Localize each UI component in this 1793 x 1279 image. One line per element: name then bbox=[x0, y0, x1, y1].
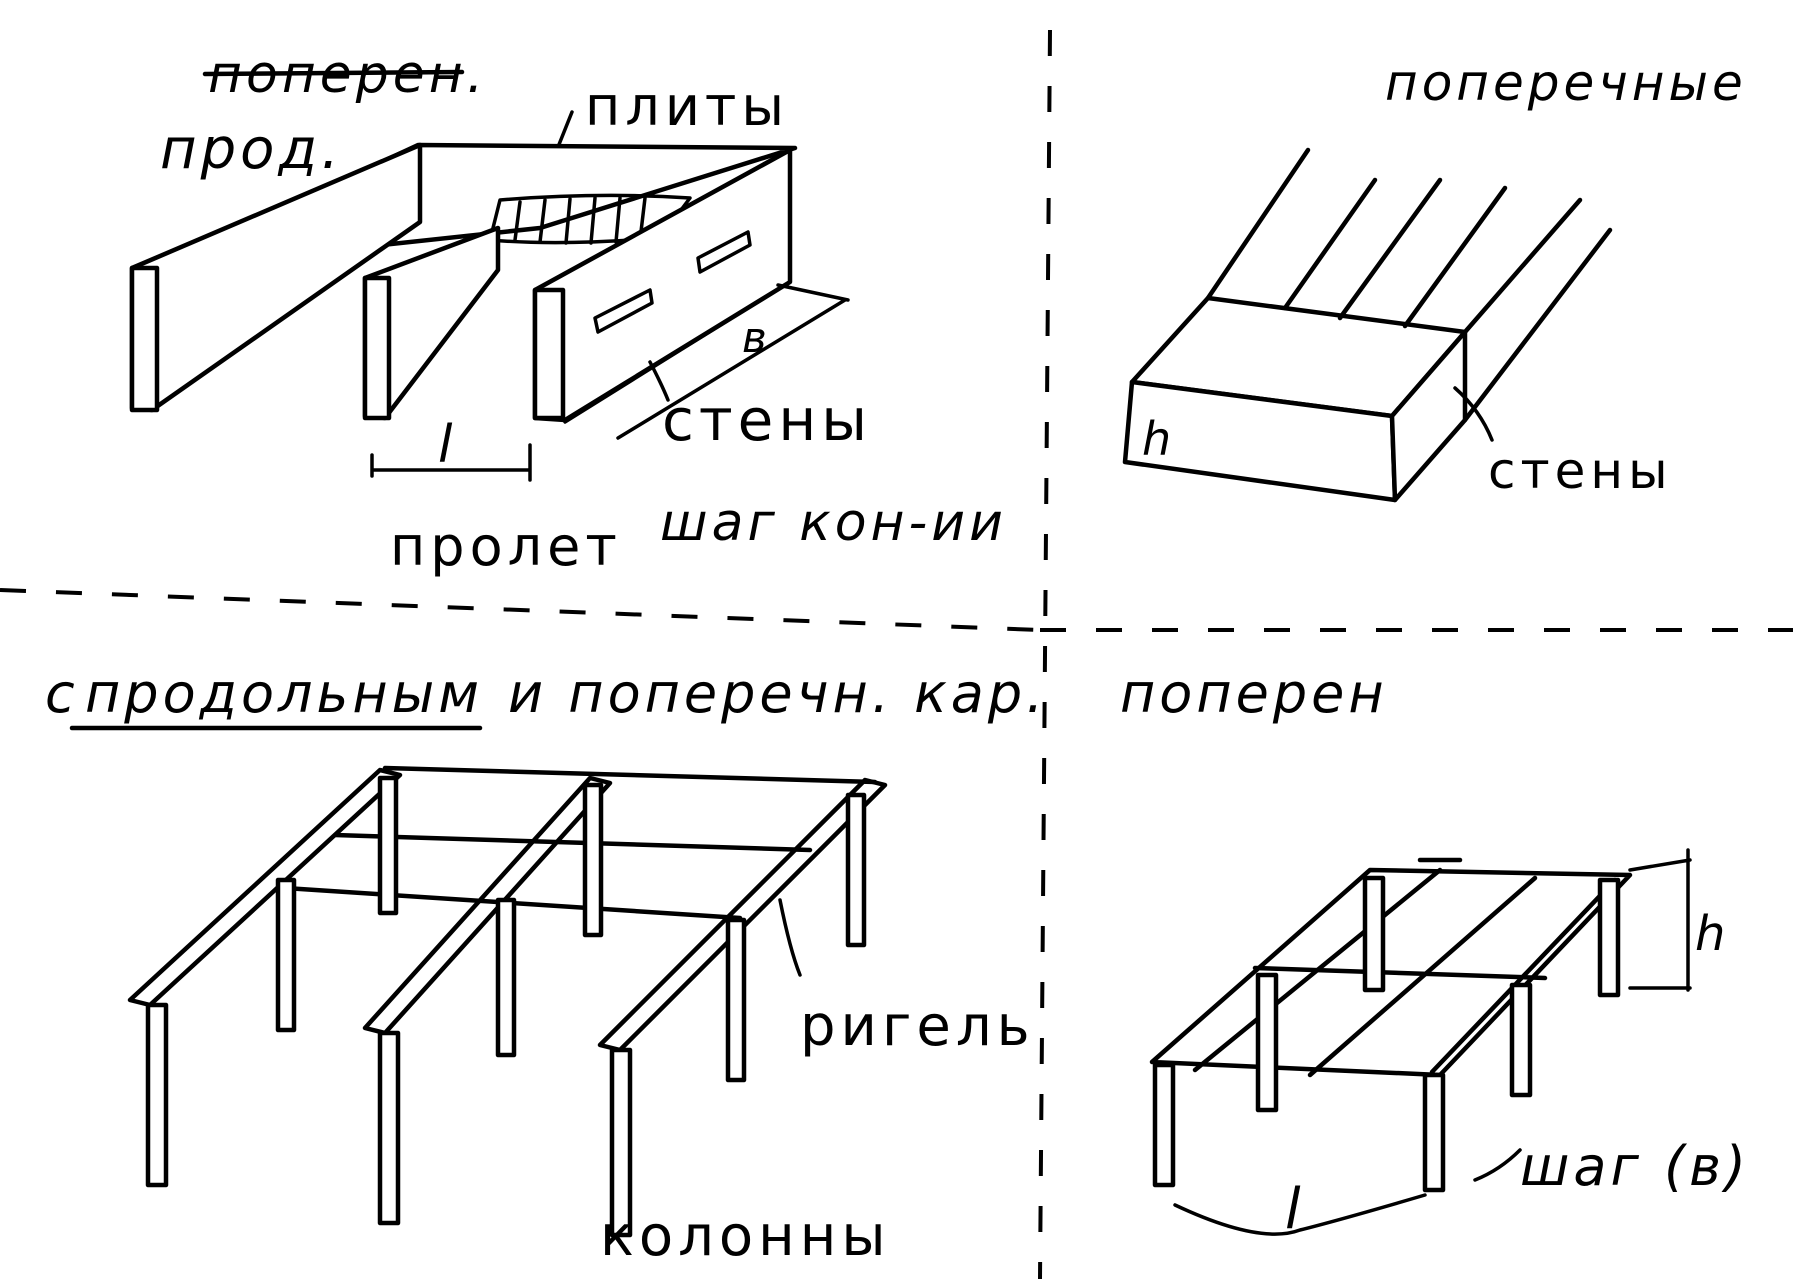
panel-bottom-right: поперен h l шаг (в) bbox=[1120, 662, 1750, 1242]
leader-step-right bbox=[1473, 1148, 1522, 1182]
panel-top-right: поперечные h стены bbox=[1122, 54, 1747, 503]
leader-girder bbox=[778, 898, 802, 977]
label-b-top: в bbox=[742, 313, 771, 362]
label-step-right: шаг (в) bbox=[1520, 1135, 1750, 1198]
label-walls-top: стены bbox=[662, 386, 872, 454]
label-walls-right: стены bbox=[1488, 442, 1673, 500]
panel-dividers bbox=[0, 29, 1793, 1279]
panel-top-left: поперен. прод. плиты в стены bbox=[129, 45, 1007, 578]
wall-lines bbox=[1205, 147, 1613, 423]
frame-columns-right bbox=[1152, 875, 1621, 1193]
panel-bottom-left: с продольным и поперечн. кар. ригель к bbox=[45, 662, 1047, 1269]
title-transverse: поперечные bbox=[1385, 54, 1747, 112]
title-suffix: и поперечн. кар. bbox=[508, 662, 1047, 725]
label-columns: колонны bbox=[600, 1204, 891, 1269]
label-l-top: l bbox=[438, 415, 456, 475]
label-girder: ригель bbox=[800, 994, 1035, 1059]
label-span: пролет bbox=[390, 515, 622, 578]
label-step-top: шаг кон-ии bbox=[660, 493, 1007, 553]
dim-step-line bbox=[563, 283, 850, 440]
label-h-right: h bbox=[1695, 906, 1729, 962]
label-l-right: l bbox=[1285, 1177, 1305, 1242]
leader-walls-right bbox=[1453, 386, 1494, 442]
title-prefix: с bbox=[45, 662, 79, 725]
frame-columns bbox=[145, 775, 867, 1238]
dim-span-line bbox=[370, 443, 532, 482]
label-plates: плиты bbox=[585, 75, 789, 138]
wall-2-end bbox=[362, 275, 392, 421]
strike-line bbox=[202, 69, 465, 77]
dim-h-right bbox=[1628, 848, 1692, 992]
frame-beams bbox=[127, 765, 888, 1053]
horizontal-divider bbox=[0, 588, 1041, 632]
frame-top bbox=[1149, 857, 1633, 1078]
leader-walls bbox=[648, 360, 670, 402]
title-br: поперен bbox=[1120, 662, 1388, 725]
label-prod: прод. bbox=[160, 117, 343, 182]
dim-l-right bbox=[1173, 1193, 1427, 1236]
wall-1-end bbox=[129, 265, 160, 413]
vertical-divider bbox=[1038, 29, 1052, 1279]
title-underlined: продольным bbox=[85, 662, 483, 725]
window-slot-1 bbox=[593, 288, 654, 334]
wall-3-end bbox=[532, 287, 566, 421]
label-h-top: h bbox=[1142, 412, 1175, 466]
slab-hatch bbox=[488, 193, 692, 245]
window-slot-2 bbox=[696, 230, 752, 274]
